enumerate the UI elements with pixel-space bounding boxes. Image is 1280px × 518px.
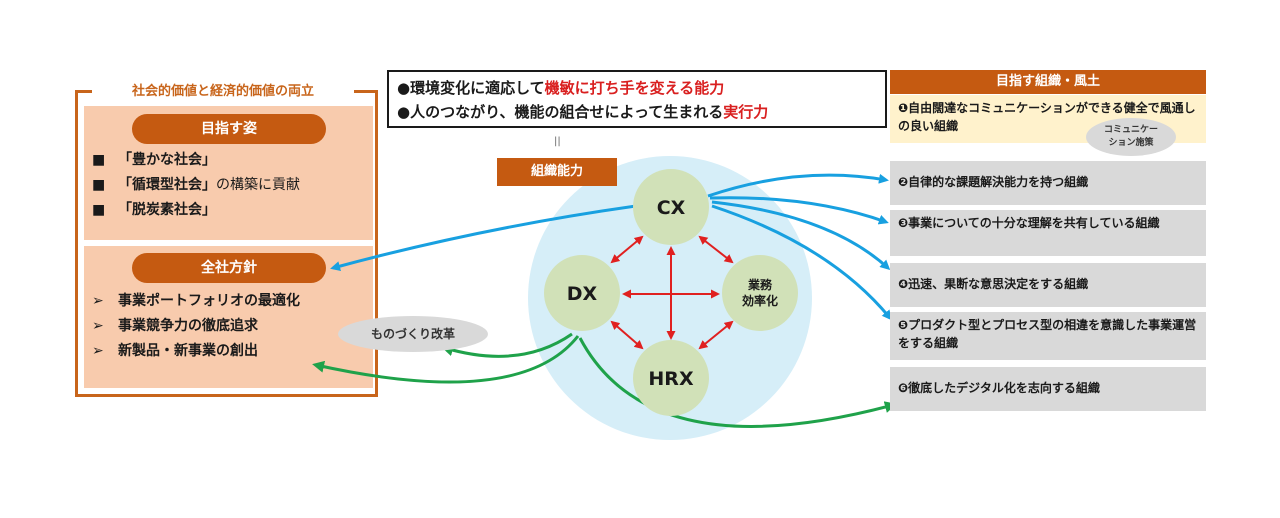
policy-item: ➢新製品・新事業の創出 <box>92 339 300 364</box>
arrow-dx-hrx <box>610 320 644 350</box>
org-item-4: ❹迅速、果断な意思決定をする組織 <box>890 263 1206 307</box>
node-dx <box>544 255 620 331</box>
org-item-3: ❸事業についての十分な理解を共有している組織 <box>890 210 1206 256</box>
statement-line-2: ●人のつながり、機能の組合せによって生まれる実行力 <box>397 103 769 121</box>
arrow-cx-policy <box>330 204 637 271</box>
node-dx-label: DX <box>567 283 598 305</box>
arrow-cx-dx <box>610 235 644 264</box>
org-item-2: ❷自律的な課題解決能力を持つ組織 <box>890 161 1206 205</box>
policy-item: ➢事業競争力の徹底追求 <box>92 314 300 339</box>
arrow-cx-gyomu <box>698 235 734 264</box>
arrow-bullet-icon: ➢ <box>92 343 104 359</box>
vision-title: 目指す姿 <box>132 114 326 144</box>
org-item-6: ❻徹底したデジタル化を志向する組織 <box>890 367 1206 411</box>
arrow-cx-item5 <box>711 204 892 321</box>
arrow-cx-item4 <box>711 200 891 271</box>
square-bullet-icon: ■ <box>92 152 106 168</box>
arrow-cx-item2 <box>707 173 889 198</box>
right-header: 目指す組織・風土 <box>890 70 1206 94</box>
node-gyomu-label-1: 業務 <box>747 277 773 292</box>
org-capability-label: 組織能力 <box>497 158 617 186</box>
left-frame-title: 社会的価値と経済的価値の両立 <box>92 80 354 104</box>
node-cx-label: CX <box>657 197 686 219</box>
arrow-bullet-icon: ➢ <box>92 293 104 309</box>
square-bullet-icon: ■ <box>92 202 106 218</box>
arrow-dx-newbiz <box>312 335 580 384</box>
node-hrx <box>633 340 709 416</box>
monozukuri-tag: ものづくり改革 <box>338 316 488 352</box>
square-bullet-icon: ■ <box>92 177 106 193</box>
policy-title: 全社方針 <box>132 253 326 283</box>
node-hrx-label: HRX <box>648 368 694 390</box>
policy-list: ➢事業ポートフォリオの最適化 ➢事業競争力の徹底追求 ➢新製品・新事業の創出 <box>92 289 300 364</box>
node-gyomu <box>722 255 798 331</box>
arrow-dx-item6 <box>578 337 897 428</box>
org-item-5: ❺プロダクト型とプロセス型の相違を意識した事業運営をする組織 <box>890 312 1206 360</box>
arrow-dx-monozukuri <box>441 332 573 358</box>
arrow-gyomu-hrx <box>698 320 734 350</box>
vision-item: ■「豊かな社会」 <box>92 148 300 173</box>
arrow-cx-item3 <box>709 196 889 225</box>
node-gyomu-label-2: 効率化 <box>742 293 778 308</box>
communication-tag: コミュニケー ション施策 <box>1086 118 1176 156</box>
equal-sign: || <box>554 136 561 147</box>
vision-item: ■「循環型社会」の構築に貢献 <box>92 173 300 198</box>
node-cx <box>633 169 709 245</box>
arrow-bullet-icon: ➢ <box>92 318 104 334</box>
statement-line-1: ●環境変化に適応して機敏に打ち手を変える能力 <box>397 79 725 97</box>
statement-box: ●環境変化に適応して機敏に打ち手を変える能力 ●人のつながり、機能の組合せによっ… <box>387 70 887 128</box>
policy-item: ➢事業ポートフォリオの最適化 <box>92 289 300 314</box>
vision-list: ■「豊かな社会」 ■「循環型社会」の構築に貢献 ■「脱炭素社会」 <box>92 148 300 223</box>
vision-item: ■「脱炭素社会」 <box>92 198 300 223</box>
